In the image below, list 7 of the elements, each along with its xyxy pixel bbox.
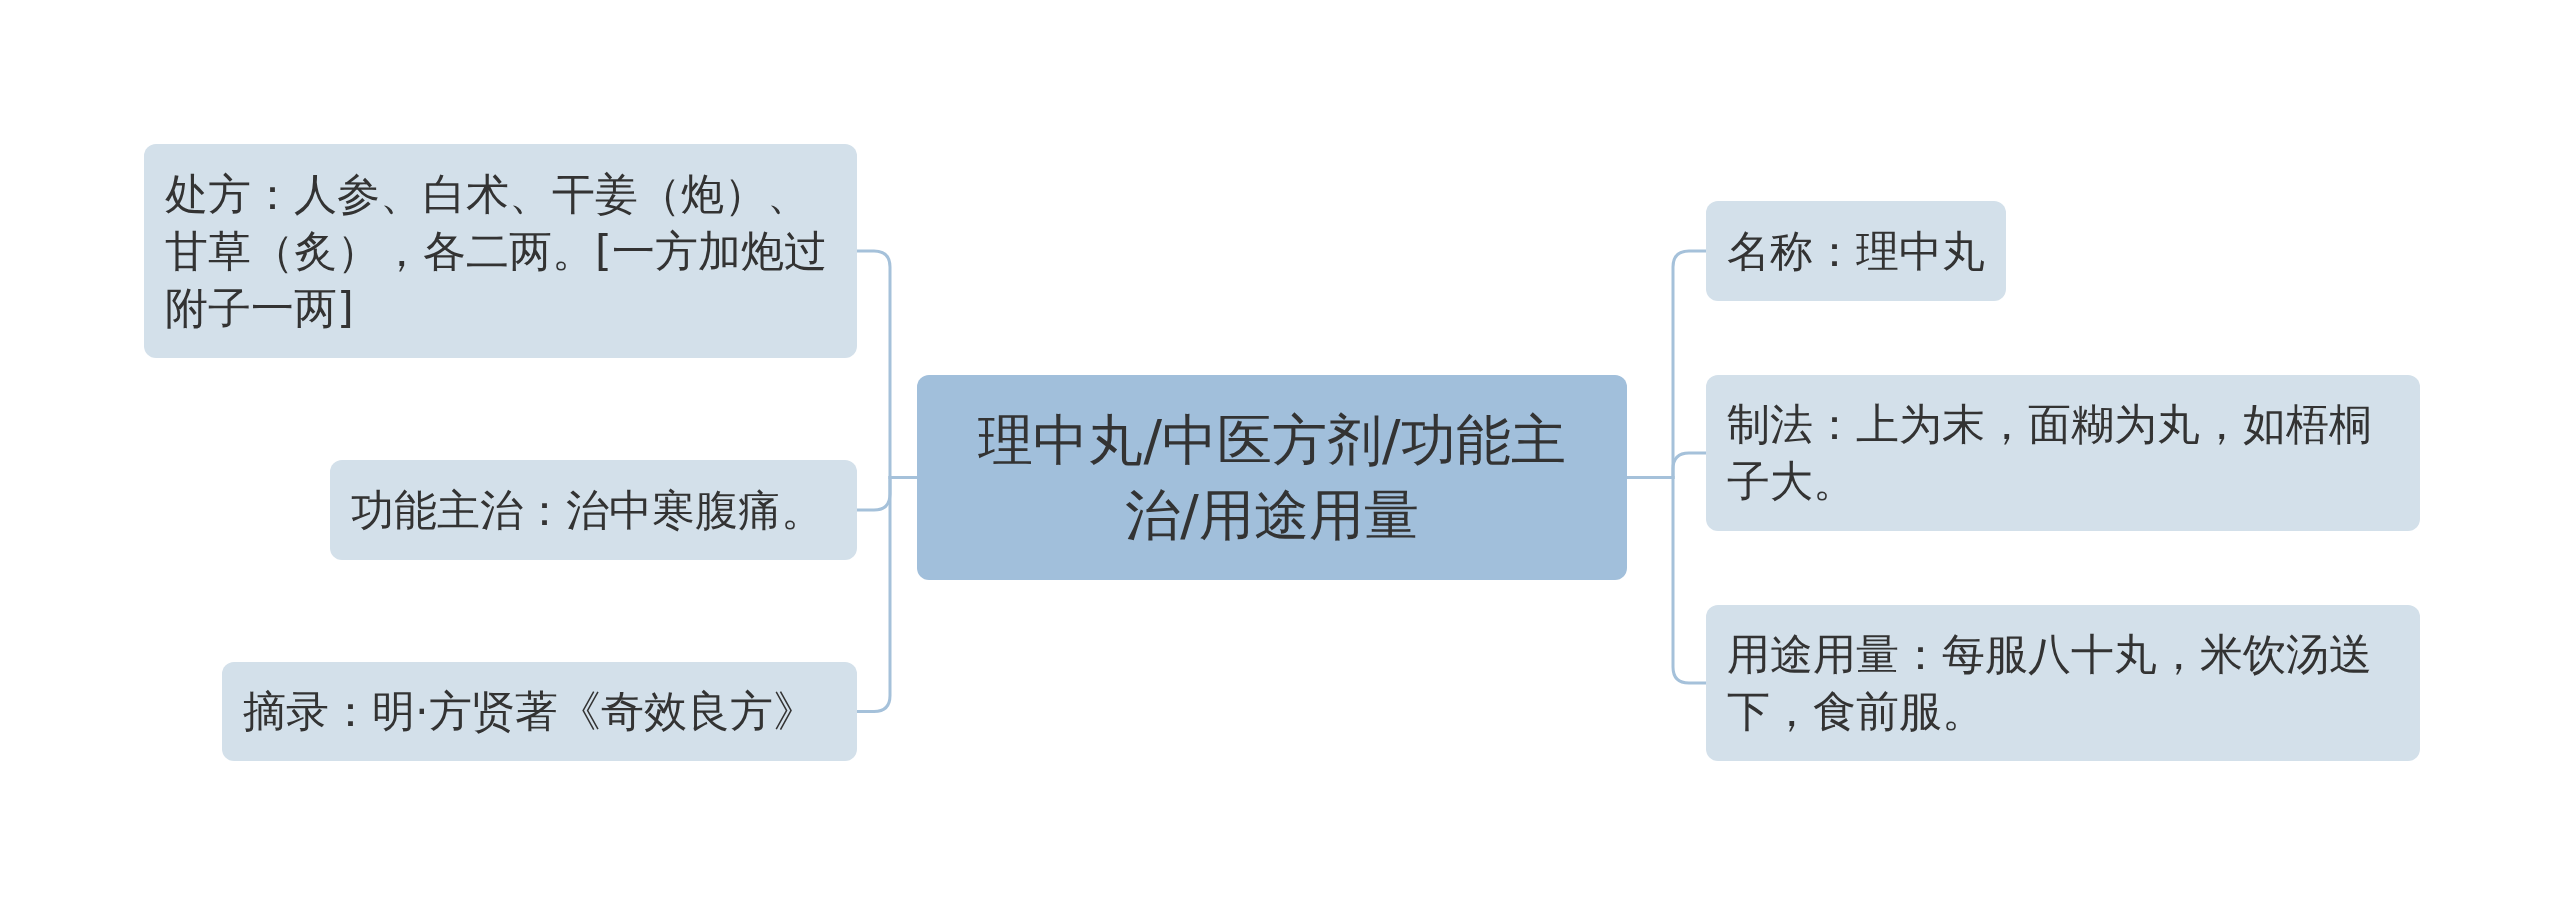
central-topic-box: 理中丸/中医方剂/功能主治/用途用量 bbox=[917, 375, 1627, 580]
subtopic-box: 用途用量：每服八十丸，米饮汤送下，食前服。 bbox=[1706, 605, 2420, 761]
subtopic-box: 处方：人参、白术、干姜（炮）、甘草（炙），各二两。[一方加炮过附子一两] bbox=[144, 144, 857, 358]
subtopic-box: 名称：理中丸 bbox=[1706, 201, 2006, 301]
subtopic-box: 功能主治：治中寒腹痛。 bbox=[330, 460, 857, 560]
subtopic-box: 制法：上为末，面糊为丸，如梧桐子大。 bbox=[1706, 375, 2420, 531]
subtopic-box: 摘录：明·方贤著《奇效良方》 bbox=[222, 662, 857, 761]
